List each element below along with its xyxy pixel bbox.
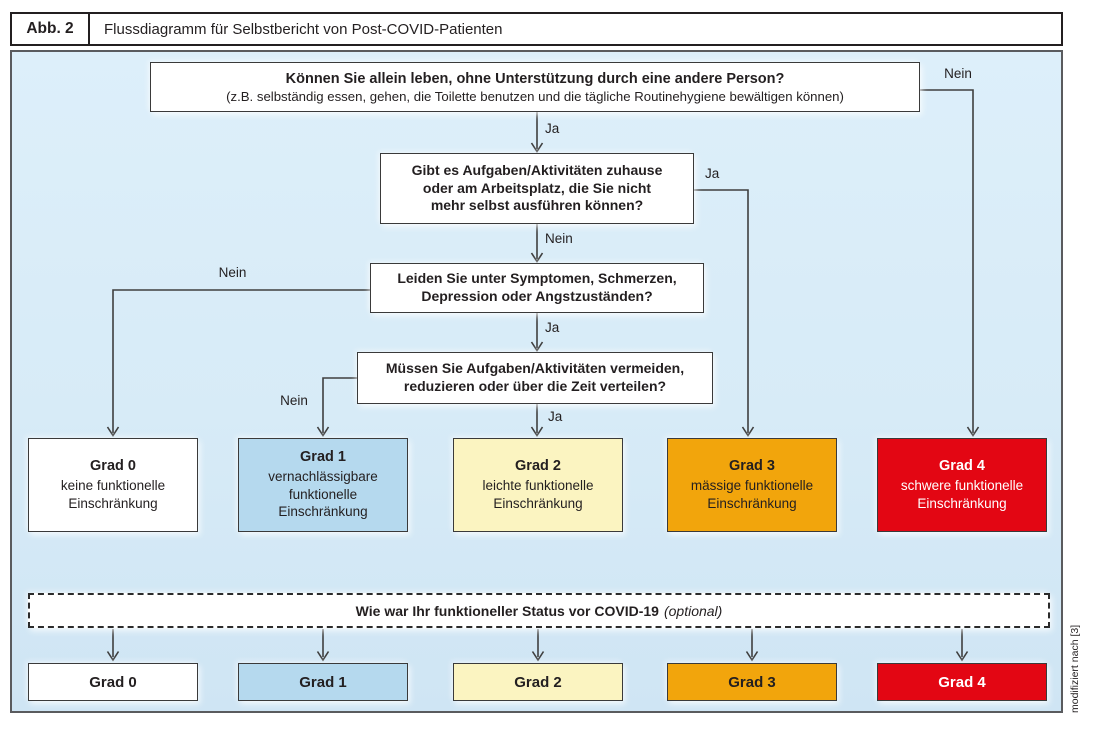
- edge-label-q3-nein: Nein: [218, 265, 247, 280]
- grade-4-mini-box: Grad 4: [877, 663, 1047, 701]
- pre-covid-status-note: (optional): [663, 602, 723, 619]
- grade-0-box: Grad 0 keine funktionelle Einschränkung: [28, 438, 198, 532]
- grade-1-description: vernachlässigbare funktionelle Einschrän…: [268, 469, 378, 520]
- grade-1-title: Grad 1: [300, 449, 346, 466]
- edge-label-q4-nein: Nein: [280, 393, 308, 408]
- question-box-symptoms: Leiden Sie unter Symptomen, Schmerzen, D…: [370, 263, 704, 313]
- grade-3-title: Grad 3: [729, 457, 775, 474]
- grade-2-title: Grad 2: [515, 457, 561, 474]
- grade-0-title: Grad 0: [90, 457, 136, 474]
- question-live-alone-hint: (z.B. selbständig essen, gehen, die Toil…: [226, 88, 844, 104]
- edge-label-q3-ja: Ja: [545, 320, 560, 335]
- pre-covid-status-question: Wie war Ihr funktioneller Status vor COV…: [355, 602, 659, 619]
- figure-number-label: Abb. 2: [12, 14, 90, 44]
- grade-3-box: Grad 3 mässige funktionelle Einschränkun…: [667, 438, 837, 532]
- edge-label-q2-ja: Ja: [705, 166, 720, 181]
- figure-title: Flussdiagramm für Selbstbericht von Post…: [104, 20, 503, 38]
- edge-label-q2-nein: Nein: [545, 231, 573, 246]
- question-box-avoid-reduce: Müssen Sie Aufgaben/Aktivitäten vermeide…: [357, 352, 713, 404]
- grade-4-box: Grad 4 schwere funktionelle Einschränkun…: [877, 438, 1047, 532]
- grade-2-mini-box: Grad 2: [453, 663, 623, 701]
- grade-2-box: Grad 2 leichte funktionelle Einschränkun…: [453, 438, 623, 532]
- grade-3-mini-box: Grad 3: [667, 663, 837, 701]
- pre-covid-status-box: Wie war Ihr funktioneller Status vor COV…: [28, 593, 1050, 628]
- question-box-live-alone: Können Sie allein leben, ohne Unterstütz…: [150, 62, 920, 112]
- grade-4-title: Grad 4: [939, 457, 985, 474]
- edge-label-q1-nein: Nein: [944, 66, 972, 81]
- source-credit: modifiziert nach [3]: [1069, 624, 1081, 713]
- question-live-alone-text: Können Sie allein leben, ohne Unterstütz…: [285, 70, 785, 87]
- grade-1-mini-box: Grad 1: [238, 663, 408, 701]
- grade-0-mini-box: Grad 0: [28, 663, 198, 701]
- question-box-tasks-not-possible: Gibt es Aufgaben/Aktivitäten zuhause ode…: [380, 153, 694, 224]
- edge-label-q1-ja: Ja: [545, 121, 560, 136]
- grade-0-description: keine funktionelle Einschränkung: [60, 477, 166, 511]
- figure-header: Abb. 2 Flussdiagramm für Selbstbericht v…: [10, 12, 1063, 46]
- grade-3-description: mässige funktionelle Einschränkung: [690, 477, 814, 511]
- grade-1-box: Grad 1 vernachlässigbare funktionelle Ei…: [238, 438, 408, 532]
- grade-4-description: schwere funktionelle Einschränkung: [900, 477, 1024, 511]
- edge-label-q4-ja: Ja: [548, 409, 563, 424]
- grade-2-description: leichte funktionelle Einschränkung: [482, 477, 594, 511]
